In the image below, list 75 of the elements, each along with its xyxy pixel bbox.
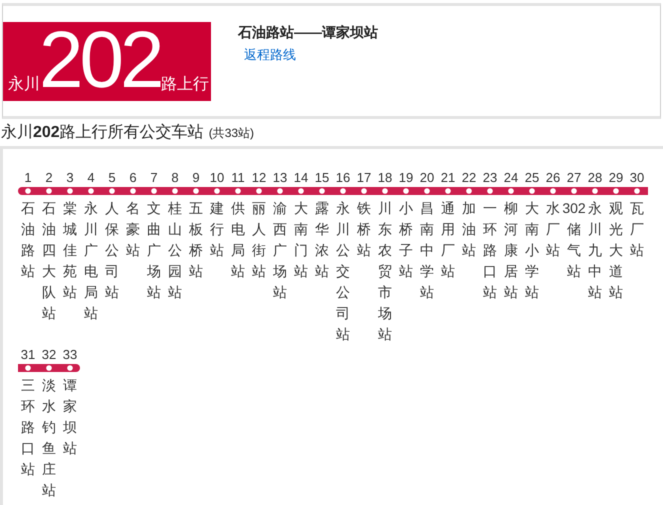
stop-name: 水厂站 bbox=[546, 199, 560, 260]
route-endpoints: 石油路站——谭家坝站 bbox=[238, 23, 378, 41]
stop-number: 28 bbox=[588, 170, 602, 186]
stop-number: 13 bbox=[272, 170, 288, 186]
route-number: 202 bbox=[39, 22, 160, 98]
stop-number: 6 bbox=[129, 170, 137, 186]
stop-number: 7 bbox=[150, 170, 158, 186]
stop-name: 桂山公园站 bbox=[168, 199, 182, 302]
route-badge bbox=[3, 22, 211, 101]
stop-name: 石油四大队站 bbox=[42, 199, 56, 323]
stop-name: 建行站 bbox=[210, 199, 224, 260]
stop-name: 铁桥站 bbox=[357, 199, 371, 260]
stop-count: (共33站) bbox=[208, 125, 254, 141]
stop-number: 30 bbox=[630, 170, 644, 186]
stop-name: 丽人街站 bbox=[252, 199, 266, 281]
stop-number: 9 bbox=[192, 170, 200, 186]
stop-number: 17 bbox=[356, 170, 372, 186]
stop-name: 观光大道站 bbox=[609, 199, 623, 302]
stop-name: 永川九中站 bbox=[588, 199, 602, 302]
stop-number: 12 bbox=[252, 170, 266, 186]
stop-name: 永川广电局站 bbox=[84, 199, 98, 323]
stop-name: 谭家坝站 bbox=[63, 376, 77, 458]
stop-number: 24 bbox=[504, 170, 518, 186]
stop-number: 27 bbox=[566, 170, 582, 186]
direction-text: 路上行 bbox=[161, 76, 209, 94]
stop-name: 渝西广场站 bbox=[273, 199, 287, 302]
stop-name: 大南小学站 bbox=[525, 199, 539, 302]
stop-number: 8 bbox=[171, 170, 179, 186]
return-route-link: 返程路线 bbox=[244, 47, 296, 63]
stop-name: 302储气站 bbox=[562, 199, 586, 281]
stop-name: 大南门站 bbox=[294, 199, 308, 281]
stop-number: 2 bbox=[45, 170, 53, 186]
stop-number: 26 bbox=[546, 170, 560, 186]
stop-name: 棠城佳苑站 bbox=[63, 199, 77, 302]
stop-number: 15 bbox=[314, 170, 330, 186]
stop-name: 石油路站 bbox=[21, 199, 35, 281]
stop-name: 名豪站 bbox=[126, 199, 140, 260]
stop-number: 29 bbox=[608, 170, 624, 186]
stop-name: 加油站 bbox=[462, 199, 476, 260]
stop-number: 11 bbox=[231, 170, 245, 186]
stop-number: 4 bbox=[87, 170, 95, 186]
stop-name: 瓦厂站 bbox=[630, 199, 644, 260]
stop-number: 22 bbox=[462, 170, 476, 186]
stop-name: 通用厂站 bbox=[441, 199, 455, 281]
stop-number: 32 bbox=[42, 347, 56, 363]
stop-name: 供电局站 bbox=[231, 199, 245, 281]
header-panel bbox=[2, 3, 661, 119]
stop-name: 人保公司站 bbox=[105, 199, 119, 302]
stop-number: 3 bbox=[66, 170, 74, 186]
stop-number: 1 bbox=[24, 170, 32, 186]
city-name: 永川 bbox=[8, 76, 40, 94]
stop-number: 21 bbox=[440, 170, 456, 186]
stop-name: 淡水钓鱼庄站 bbox=[42, 376, 56, 500]
stop-name: 小桥子站 bbox=[399, 199, 413, 281]
stop-name: 一环路口站 bbox=[483, 199, 497, 302]
stop-name: 昌南中学站 bbox=[420, 199, 434, 302]
stop-number: 14 bbox=[294, 170, 308, 186]
stop-name: 五板桥站 bbox=[189, 199, 203, 281]
stop-number: 25 bbox=[524, 170, 540, 186]
stop-number: 33 bbox=[62, 347, 78, 363]
stop-number: 5 bbox=[108, 170, 116, 186]
stop-name: 露华浓站 bbox=[315, 199, 329, 281]
stop-name: 柳河康居站 bbox=[504, 199, 518, 302]
stop-name: 川东农贸市场站 bbox=[378, 199, 392, 344]
stop-name: 三环路口站 bbox=[21, 376, 35, 479]
stop-number: 10 bbox=[210, 170, 224, 186]
stop-name: 永川公交公司站 bbox=[336, 199, 350, 344]
stop-number: 16 bbox=[336, 170, 350, 186]
stop-number: 19 bbox=[398, 170, 414, 186]
page-heading: 永川202路上行所有公交车站 bbox=[1, 123, 204, 143]
stop-number: 20 bbox=[420, 170, 434, 186]
stop-name: 文曲广场站 bbox=[147, 199, 161, 302]
stop-number: 31 bbox=[20, 347, 36, 363]
stop-number: 23 bbox=[482, 170, 498, 186]
stop-number: 18 bbox=[378, 170, 392, 186]
